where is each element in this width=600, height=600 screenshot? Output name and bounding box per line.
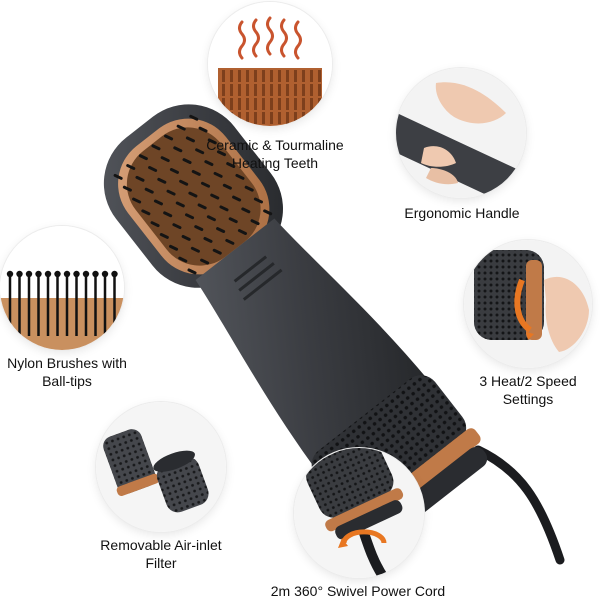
ceramic-label-line2: Heating Teeth [231,155,319,171]
heat-speed-settings-circle [464,240,592,368]
swivel-cord-icon [294,448,424,578]
cord-label: 2m 360° Swivel Power Cord [258,582,458,600]
nylon-brushes-circle [0,226,124,350]
filter-label-line2: Filter [145,555,177,571]
filter-label: Removable Air-inlet Filter [86,536,236,572]
air-inlet-filter-circle [96,402,226,532]
rotating-dial-icon [464,240,592,368]
settings-label: 3 Heat/2 Speed Settings [466,372,590,408]
nylon-bristles-icon [0,226,124,350]
settings-label-line2: Settings [502,391,554,407]
swivel-cord-circle [294,448,424,578]
handle-label-line1: Ergonomic Handle [404,205,520,221]
ceramic-teeth-icon [208,2,332,126]
nylon-label: Nylon Brushes with Ball-tips [2,354,132,390]
ceramic-label: Ceramic & Tourmaline Heating Teeth [200,136,350,172]
bristles [113,114,273,275]
hand-holding-handle-icon [396,68,526,198]
ergonomic-handle-circle [396,68,526,198]
filter-label-line1: Removable Air-inlet [100,537,222,553]
removable-filter-icon [96,402,226,532]
ceramic-label-line1: Ceramic & Tourmaline [206,137,344,153]
cord-label-line1: 2m 360° Swivel Power Cord [270,583,446,599]
settings-label-line1: 3 Heat/2 Speed [479,373,577,389]
handle-label: Ergonomic Handle [392,204,532,222]
nylon-label-line2: Ball-tips [42,373,92,389]
nylon-label-line1: Nylon Brushes with [7,355,127,371]
ceramic-teeth-circle [208,2,332,126]
